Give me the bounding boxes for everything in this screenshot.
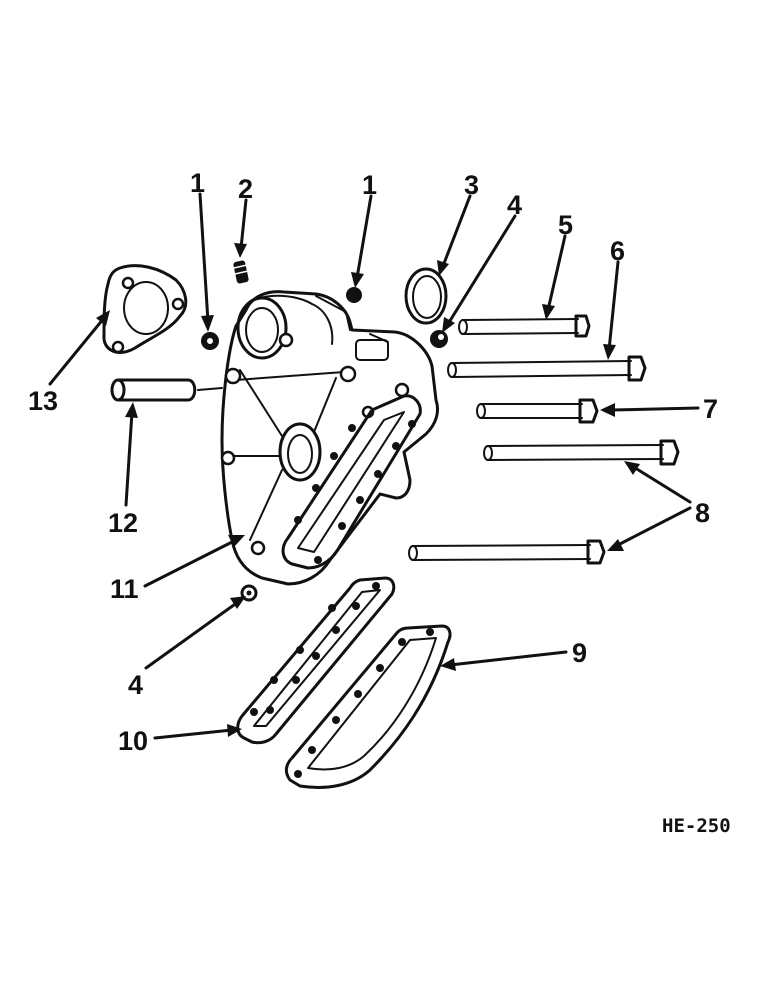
part-9-cover <box>284 624 452 789</box>
part-12-tube <box>110 378 197 402</box>
part-1-plug-right <box>346 287 362 303</box>
part-10-gasket <box>236 576 396 745</box>
callout-4-upper: 4 <box>507 190 522 220</box>
callout-13: 13 <box>28 386 58 416</box>
part-8-bolt-lower <box>408 539 606 565</box>
callout-1-left: 1 <box>190 168 205 198</box>
part-7-bolt <box>476 398 599 424</box>
callout-6: 6 <box>610 236 625 266</box>
leader-lines <box>48 192 700 740</box>
part-6-bolt <box>447 355 647 382</box>
part-8-bolt-upper <box>483 439 680 466</box>
callout-11: 11 <box>110 574 139 604</box>
callout-3: 3 <box>464 170 479 200</box>
callout-2: 2 <box>238 174 253 204</box>
callout-4-lower: 4 <box>128 670 143 700</box>
part-2-bolt <box>233 260 249 284</box>
part-5-bolt <box>458 314 591 338</box>
part-13-flange-gasket <box>102 264 188 354</box>
callout-12: 12 <box>108 508 138 538</box>
callout-7: 7 <box>703 394 718 424</box>
part-4-washer-lower <box>240 584 258 602</box>
part-1-plug-left <box>201 332 219 350</box>
callout-10: 10 <box>118 726 148 756</box>
part-4-washer-upper <box>430 330 448 348</box>
callout-labels: 1 2 1 3 4 5 6 7 8 9 10 11 12 13 4 <box>28 168 718 756</box>
part-3-seal-ring <box>404 267 448 325</box>
callout-5: 5 <box>558 210 573 240</box>
figure-code: HE-250 <box>662 815 731 837</box>
callout-8: 8 <box>695 498 710 528</box>
part-11-housing <box>220 290 440 586</box>
callout-9: 9 <box>572 638 587 668</box>
callout-1-right: 1 <box>362 170 377 200</box>
